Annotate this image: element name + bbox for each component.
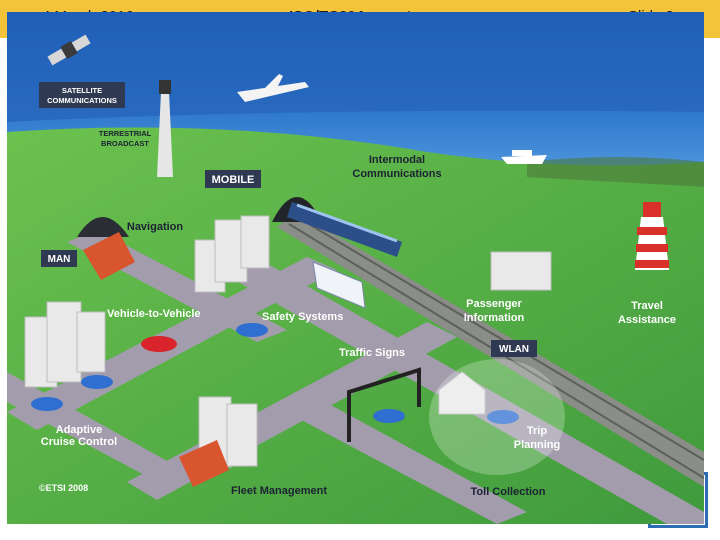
- safety-label: Safety Systems: [262, 311, 343, 323]
- satellite-label-2: COMMUNICATIONS: [47, 96, 117, 105]
- satellite-label-box: [39, 82, 125, 108]
- fleet-label: Fleet Management: [231, 485, 327, 497]
- man-label-box: [41, 250, 77, 267]
- travel-label-1: Travel: [631, 300, 663, 312]
- intermodal-label-1: Intermodal: [369, 154, 425, 166]
- its-diagram: SATELLITE COMMUNICATIONS TERRESTRIAL BRO…: [7, 12, 704, 524]
- trip-label-2: Planning: [514, 439, 560, 451]
- passenger-label-1: Passenger: [466, 298, 522, 310]
- travel-label-2: Assistance: [618, 314, 676, 326]
- passenger-label-2: Information: [464, 312, 525, 324]
- terrestrial-label-2: BROADCAST: [101, 139, 149, 148]
- car-icons: [31, 323, 519, 424]
- intermodal-label-2: Communications: [352, 168, 441, 180]
- v2v-label: Vehicle-to-Vehicle: [107, 308, 201, 320]
- mobile-label: MOBILE: [212, 174, 255, 186]
- truck-icons: [83, 232, 229, 487]
- man-label: MAN: [48, 254, 71, 265]
- train: [287, 202, 402, 257]
- trip-label-1: Trip: [527, 425, 547, 437]
- wlan-label: WLAN: [499, 344, 529, 355]
- etsi-copyright: ©ETSI 2008: [39, 483, 88, 493]
- bus-icon: [312, 261, 366, 309]
- toll-label: Toll Collection: [471, 486, 546, 498]
- satellite-icon: [47, 34, 91, 66]
- broadcast-tower: [157, 80, 173, 177]
- navigation-label: Navigation: [127, 221, 184, 233]
- satellite-label-1: SATELLITE: [62, 86, 102, 95]
- buildings: [24, 215, 552, 468]
- its-illustration: SATELLITE COMMUNICATIONS TERRESTRIAL BRO…: [7, 12, 704, 524]
- lighthouse: [635, 202, 669, 270]
- wlan-label-box: [491, 340, 537, 357]
- ship-icon: [501, 150, 547, 164]
- wlan-dome: [429, 359, 565, 475]
- diagram-labels: SATELLITE COMMUNICATIONS TERRESTRIAL BRO…: [39, 82, 676, 498]
- sign-gantry: [347, 367, 421, 442]
- mobile-label-box: [205, 170, 261, 188]
- airplane-icon: [237, 74, 309, 102]
- acc-label-1: Adaptive: [56, 424, 102, 436]
- terrestrial-label-1: TERRESTRIAL: [99, 129, 152, 138]
- railway: [277, 212, 704, 487]
- acc-label-2: Cruise Control: [41, 436, 117, 448]
- traffic-signs-label: Traffic Signs: [339, 347, 405, 359]
